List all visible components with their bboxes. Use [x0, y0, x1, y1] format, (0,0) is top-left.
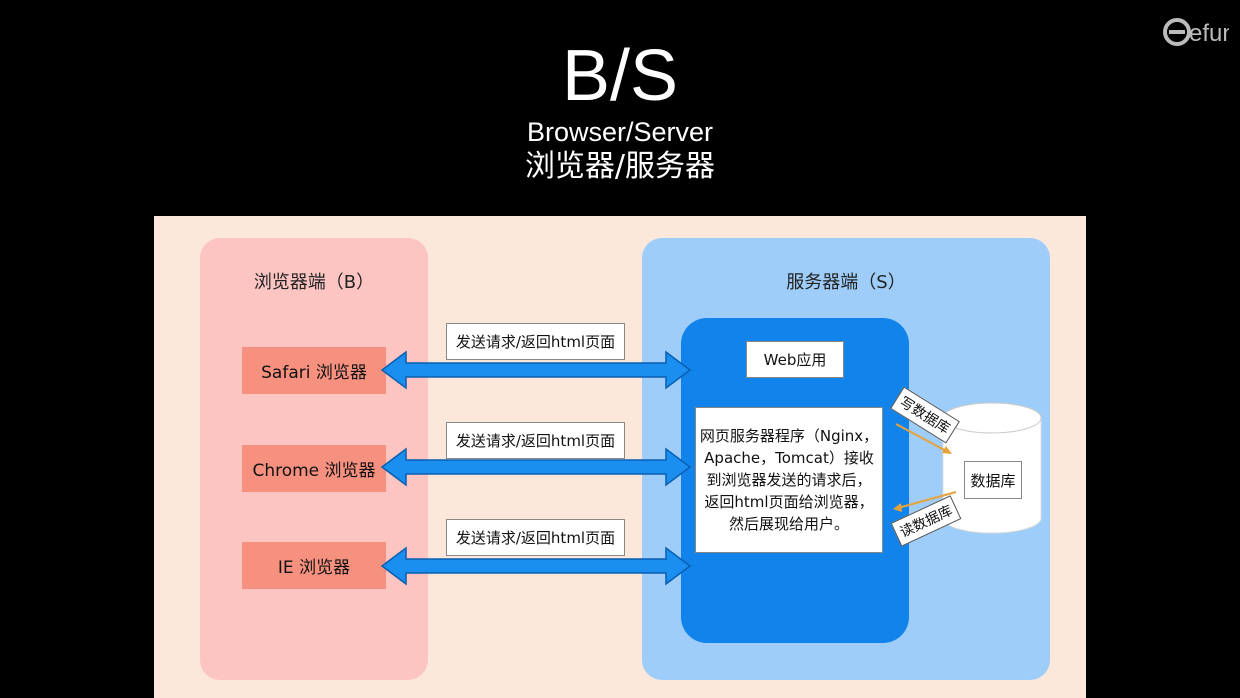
request-label-3: 发送请求/返回html页面	[446, 519, 625, 556]
web-app-box: Web应用	[746, 341, 844, 378]
request-arrow-1	[380, 350, 692, 390]
database-label: 数据库	[964, 461, 1022, 499]
svg-text:efun: efun	[1189, 20, 1229, 47]
description-line: 到浏览器发送的请求后，	[706, 471, 872, 489]
page-subtitle-cn: 浏览器/服务器	[524, 149, 716, 184]
chrome-browser-box: Chrome 浏览器	[242, 445, 386, 492]
efun-logo: efun	[1163, 18, 1229, 47]
request-label-1: 发送请求/返回html页面	[446, 323, 625, 360]
page-title: B/S	[561, 36, 679, 116]
browser-side-label: 浏览器端（B）	[253, 272, 375, 293]
request-label-2: 发送请求/返回html页面	[446, 422, 625, 459]
server-side-label: 服务器端（S）	[786, 272, 906, 293]
safari-browser-box: Safari 浏览器	[242, 347, 386, 394]
description-line: 然后展现给用户。	[728, 515, 849, 533]
request-arrow-3	[380, 546, 692, 586]
server-description-box: 网页服务器程序（Nginx， Apache，Tomcat）接收 到浏览器发送的请…	[695, 407, 883, 553]
db-arrows	[893, 423, 957, 512]
description-line: 网页服务器程序（Nginx，	[699, 427, 879, 445]
request-arrow-2	[380, 447, 692, 487]
description-line: Apache，Tomcat）接收	[704, 449, 874, 467]
ie-browser-box: IE 浏览器	[242, 542, 386, 589]
page-subtitle-en: Browser/Server	[526, 117, 714, 147]
description-line: 返回html页面给浏览器，	[704, 493, 874, 511]
